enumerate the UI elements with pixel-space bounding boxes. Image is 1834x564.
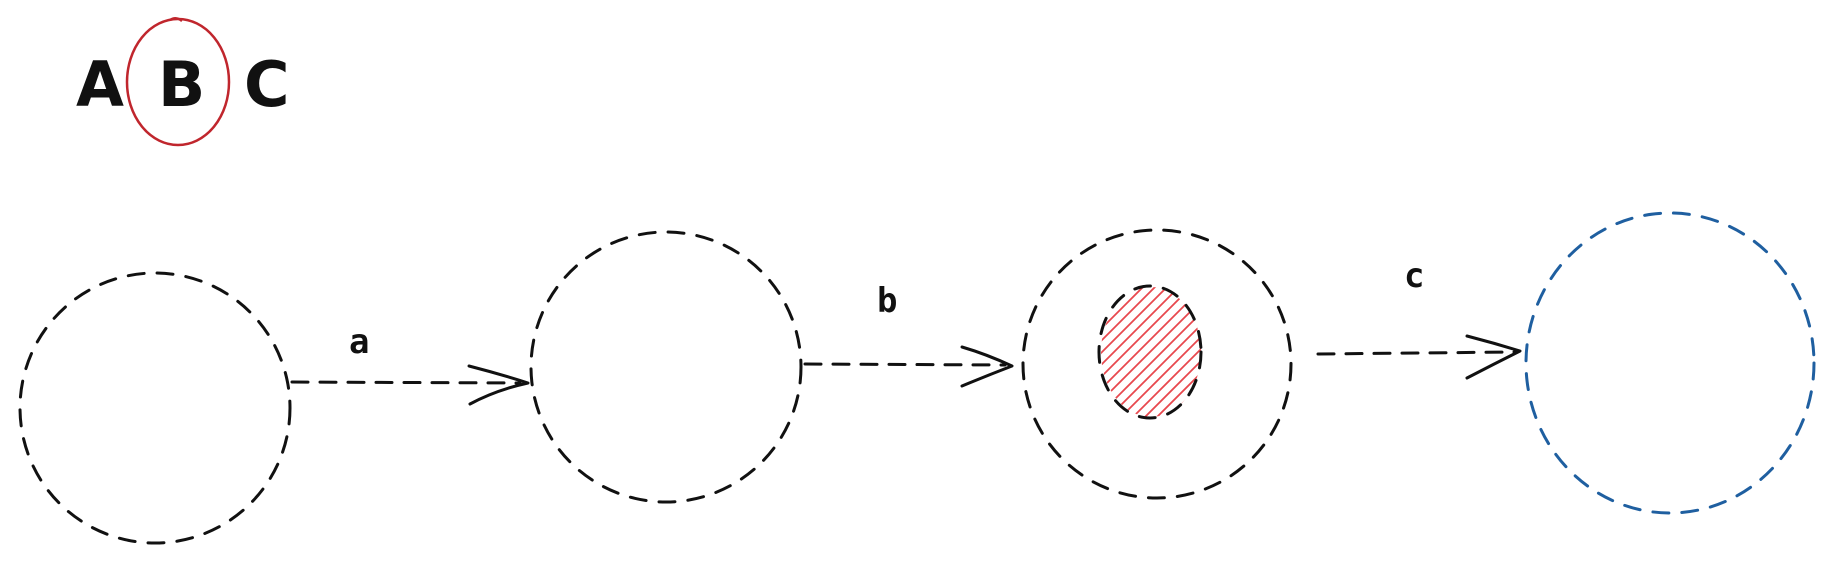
transition-arrow-a bbox=[290, 364, 530, 406]
state-circle-2 bbox=[529, 230, 803, 504]
arrowhead-b bbox=[960, 345, 1014, 388]
state-circle-4 bbox=[1524, 211, 1816, 515]
letter-a: A bbox=[76, 48, 124, 121]
state-circle-1 bbox=[18, 271, 292, 545]
transition-arrow-b bbox=[803, 345, 1014, 388]
state-circle-3 bbox=[1021, 228, 1293, 500]
letter-c: C bbox=[244, 48, 290, 121]
transition-label-c: c bbox=[1404, 256, 1424, 296]
arrow-shaft-c bbox=[1316, 350, 1517, 356]
arrowhead-a bbox=[467, 364, 530, 406]
arrow-shaft-b bbox=[803, 362, 1007, 367]
inner-hatch-fill bbox=[1101, 287, 1201, 417]
transition-label-a: a bbox=[349, 322, 369, 362]
letter-b: B bbox=[158, 48, 205, 121]
transition-arrow-c bbox=[1316, 334, 1522, 380]
letter-group: A B C bbox=[76, 17, 290, 147]
inner-circle-state-3 bbox=[1097, 284, 1203, 420]
arrowhead-c bbox=[1465, 334, 1522, 380]
transition-label-b: b bbox=[877, 281, 897, 321]
highlight-circle-b-overlap bbox=[169, 17, 183, 22]
arrow-shaft-a bbox=[290, 380, 522, 385]
